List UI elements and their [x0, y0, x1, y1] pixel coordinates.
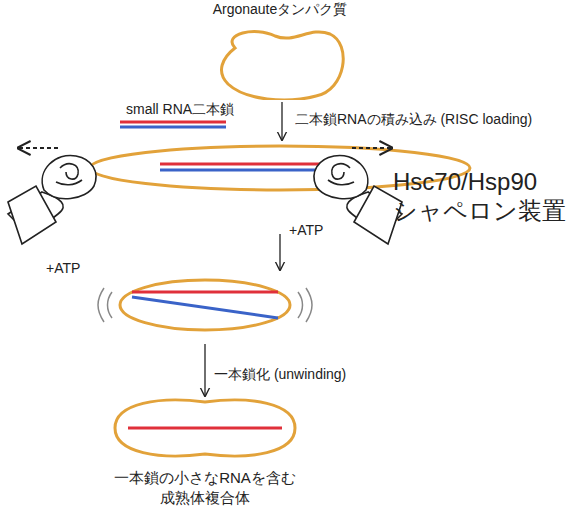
step-label: 二本鎖RNAの積み込み (RISC loading) — [295, 111, 560, 128]
hand-symbol — [314, 155, 402, 244]
mature-complex: 一本鎖の小さなRNAを含む 成熟体複合体 — [100, 388, 310, 514]
vibration-mark — [98, 288, 112, 322]
argonaute-protein: Argonauteタンパク質 — [200, 0, 360, 100]
rna-strand — [132, 297, 278, 318]
rna-strand — [120, 126, 226, 129]
hand-symbol — [8, 155, 96, 244]
node-caption: 一本鎖の小さなRNAを含む 成熟体複合体 — [100, 468, 310, 507]
rna-label: small RNA二本鎖 — [126, 101, 276, 118]
vibration-mark — [298, 288, 312, 322]
argonaute-complex — [120, 280, 290, 330]
flow-arrow — [204, 344, 205, 396]
pull-arrow — [18, 147, 58, 149]
node-outline — [100, 388, 310, 468]
node-heading: Argonauteタンパク質 — [200, 0, 360, 18]
atp-label: +ATP — [289, 222, 349, 239]
atp-label: +ATP — [46, 260, 106, 277]
chaperone-label: Hsc70/Hsp90 シャペロン装置 — [393, 168, 567, 226]
rna-strand — [128, 427, 282, 430]
rna-strand — [132, 291, 278, 294]
rna-strand — [120, 121, 226, 124]
node-outline — [200, 18, 360, 100]
node-outline — [115, 400, 295, 456]
flow-arrow — [279, 234, 280, 270]
node-outline — [222, 32, 344, 100]
step-label: 一本鎖化 (unwinding) — [214, 366, 414, 383]
flow-arrow — [281, 102, 282, 140]
pull-arrow — [352, 147, 392, 149]
